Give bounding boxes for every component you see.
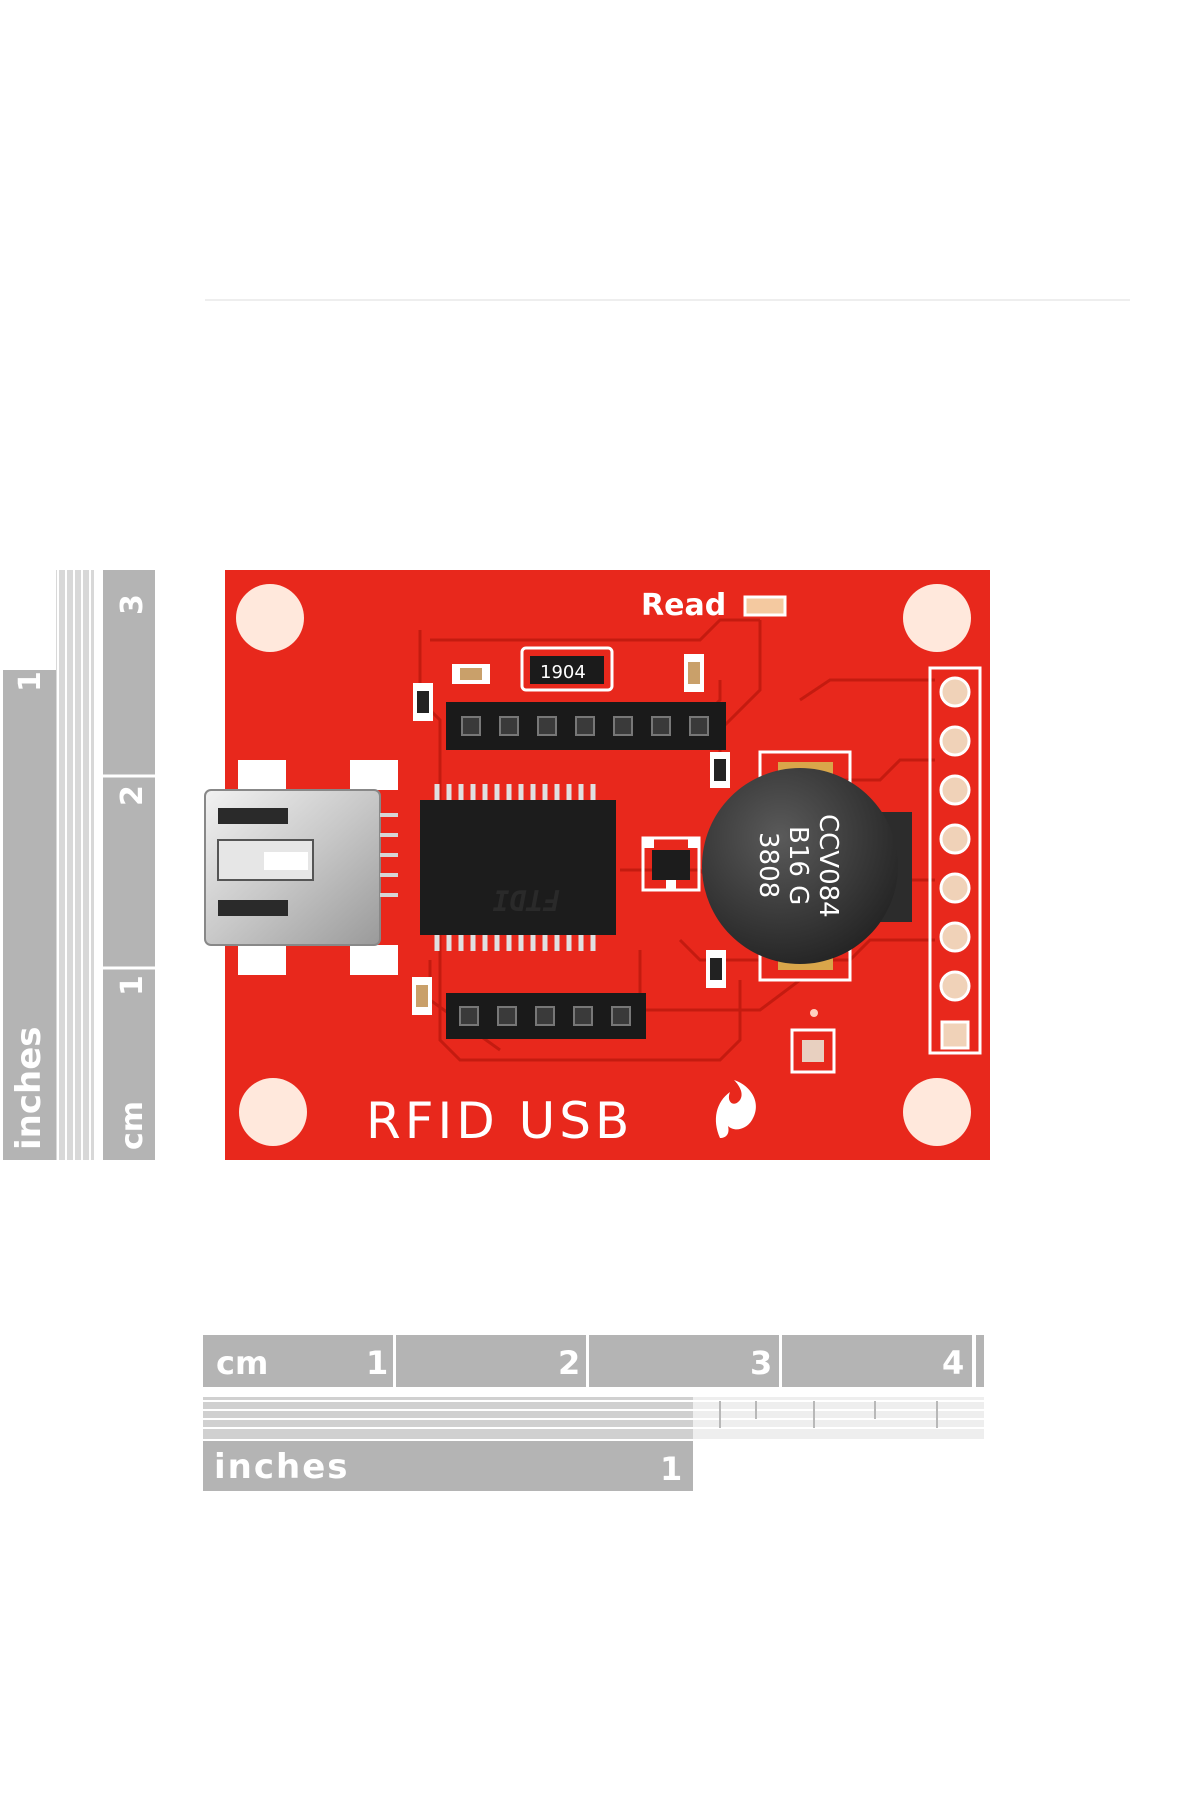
horizontal-cm-mark-3: 3 (750, 1344, 772, 1382)
rfid-usb-board: Read 1904 (204, 570, 990, 1160)
horizontal-cm-segment (396, 1335, 586, 1387)
mounting-hole (236, 584, 304, 652)
led-label: Read (641, 588, 726, 623)
usb-mini-connector (204, 760, 398, 975)
smd-components (412, 654, 818, 1017)
read-led (743, 595, 787, 617)
buzzer-marking-3: 3808 (753, 832, 783, 898)
vertical-cm-mark-1: 1 (115, 975, 150, 996)
vertical-cm-label: cm (115, 1101, 150, 1150)
horizontal-cm-label: cm (216, 1344, 268, 1382)
buzzer-marking-2: B16 G (783, 826, 813, 905)
horizontal-inches-label: inches (214, 1447, 350, 1487)
ftdi-chip: FTDI (420, 784, 616, 951)
buzzer: CCV084 B16 G 3808 (702, 750, 912, 982)
vertical-cm-bar (103, 570, 155, 1160)
horizontal-inches-bar (203, 1441, 693, 1491)
horizontal-cm-mark-2: 2 (558, 1344, 580, 1382)
horizontal-cm-segment (589, 1335, 779, 1387)
horizontal-cm-mark-1: 1 (366, 1344, 388, 1382)
resistor-marking: 1904 (540, 662, 586, 683)
resistor (520, 646, 614, 692)
jumper-pad (790, 1028, 836, 1074)
header-bottom (446, 993, 646, 1039)
vertical-inches-label: inches (9, 1026, 49, 1150)
vertical-ruler: 1 inches 3 2 1 cm (3, 570, 155, 1160)
buzzer-marking-1: CCV084 (813, 814, 843, 918)
mounting-hole (903, 584, 971, 652)
vertical-inches-mark: 1 (13, 671, 48, 692)
horizontal-ruler: cm 1 2 3 4 inches 1 (203, 1335, 984, 1491)
horizontal-cm-segment (203, 1335, 393, 1387)
vertical-cm-mark-3: 3 (115, 594, 150, 615)
header-top (446, 702, 726, 750)
pin-row-right (928, 666, 982, 1055)
mounting-hole (239, 1078, 307, 1146)
logo-flame-icon (715, 1080, 756, 1138)
horizontal-cm-mark-4: 4 (942, 1344, 964, 1382)
horizontal-inches-mark: 1 (660, 1450, 682, 1488)
horizontal-cm-segment (782, 1335, 972, 1387)
board-title: RFID USB (366, 1092, 633, 1150)
mounting-hole (903, 1078, 971, 1146)
vertical-cm-mark-2: 2 (115, 785, 150, 806)
vertical-inches-bar (3, 670, 56, 1160)
chip-brand: FTDI (492, 883, 560, 916)
